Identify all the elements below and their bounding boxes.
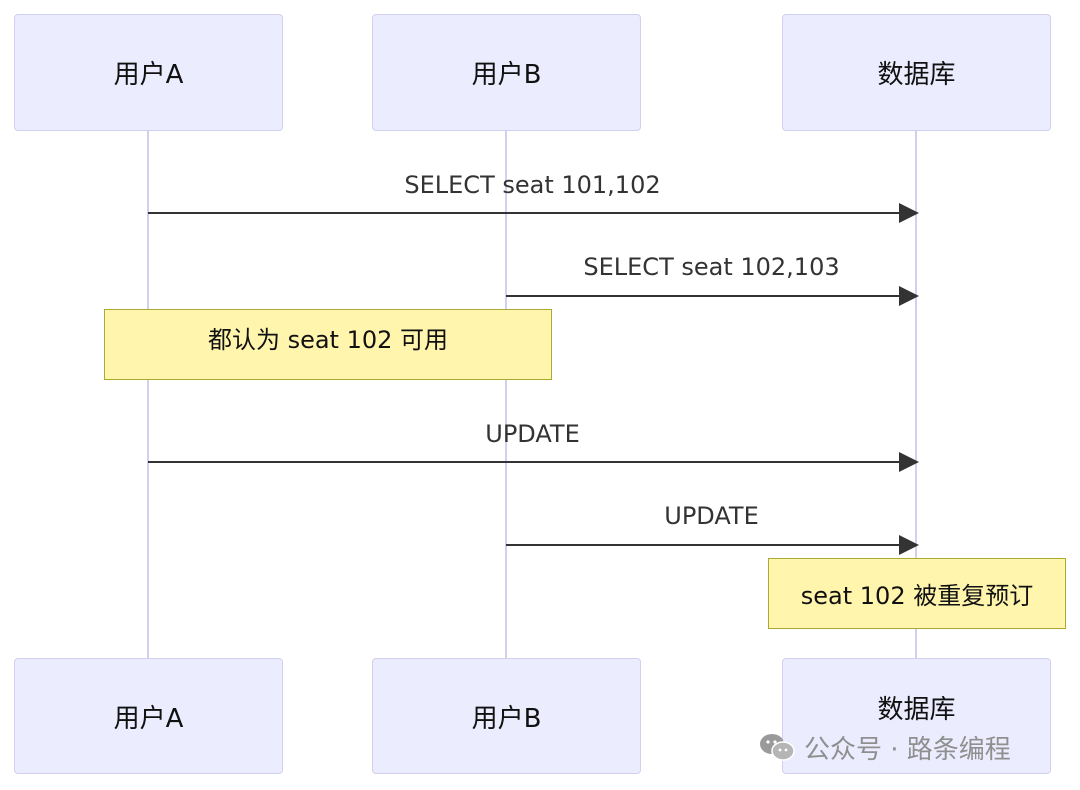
actor-user-b-bottom: 用户B [372,658,641,774]
actor-user-b-top: 用户B [372,14,641,131]
actor-user-b-label: 用户B [471,60,542,90]
wechat-icon [760,734,795,761]
actor-user-b-bottom-label: 用户B [471,703,542,734]
watermark: 公众号 · 路条编程 [758,729,1054,765]
actor-user-a-bottom-label: 用户A [113,703,184,734]
actor-user-a-label: 用户A [113,60,184,90]
message-label-3: UPDATE [485,420,580,448]
actor-database-label: 数据库 [877,60,956,90]
note-double-booked-text: seat 102 被重复预订 [800,582,1034,610]
note-double-booked: seat 102 被重复预订 [768,558,1066,629]
note-both-think-available-text: 都认为 seat 102 可用 [207,326,449,354]
actor-user-a-bottom: 用户A [14,658,283,774]
actor-database-bottom-label: 数据库 [877,695,956,725]
note-both-think-available: 都认为 seat 102 可用 [104,309,552,380]
watermark-text: 公众号 · 路条编程 [804,734,1011,765]
actor-user-a-top: 用户A [14,14,283,131]
message-label-4: UPDATE [664,502,759,530]
message-label-1: SELECT seat 101,102 [404,171,661,199]
message-label-2: SELECT seat 102,103 [583,253,840,281]
actor-database-bottom: 数据库 [782,658,1051,774]
actor-database-top: 数据库 [782,14,1051,131]
